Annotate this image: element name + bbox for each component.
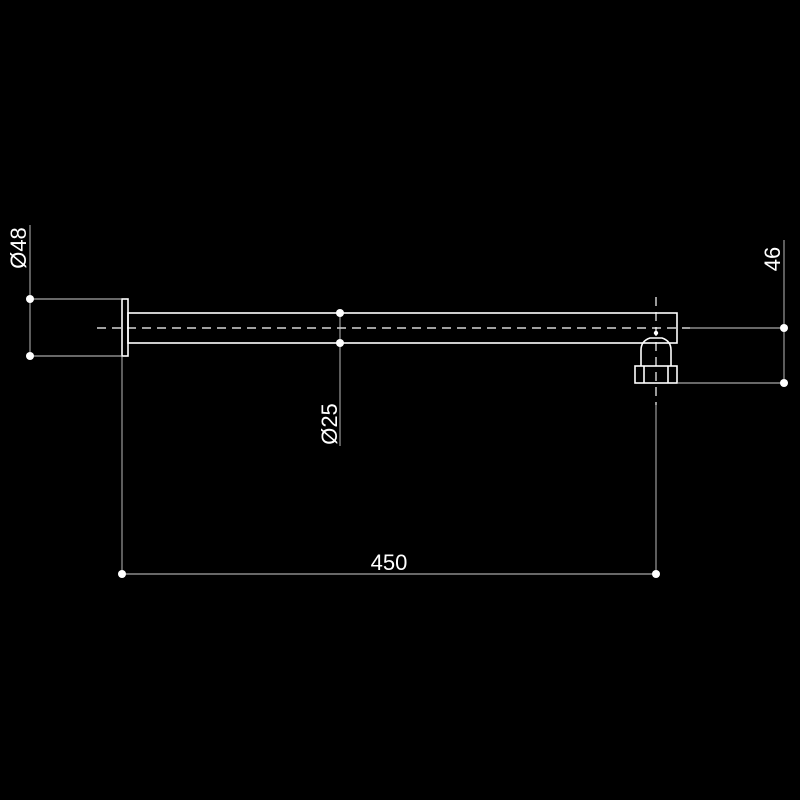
shower-arm-part xyxy=(121,298,678,384)
dimension-dot xyxy=(26,295,34,303)
arm-diameter-label: Ø25 xyxy=(317,403,342,445)
center-lines xyxy=(97,297,690,405)
dimension-dot xyxy=(780,379,788,387)
dimension-dot xyxy=(780,324,788,332)
elbow-connector xyxy=(640,337,672,366)
dimension-dot xyxy=(336,309,344,317)
center-point xyxy=(653,330,659,336)
dimension-dot xyxy=(652,570,660,578)
arm-length-label: 450 xyxy=(371,550,408,575)
dimension-arm-diameter: Ø25 xyxy=(317,309,344,446)
flange-diameter-label: Ø48 xyxy=(6,227,31,269)
offset-height-label: 46 xyxy=(760,247,785,271)
dimension-offset-height: 46 xyxy=(677,240,788,387)
dimension-dot xyxy=(26,352,34,360)
dimension-flange-diameter: Ø48 xyxy=(6,225,122,360)
dimension-dot xyxy=(118,570,126,578)
dimension-arm-length: 450 xyxy=(118,356,660,578)
dimension-dot xyxy=(336,339,344,347)
